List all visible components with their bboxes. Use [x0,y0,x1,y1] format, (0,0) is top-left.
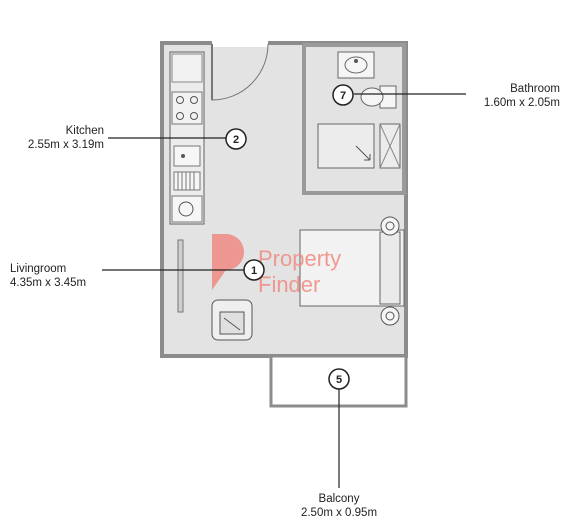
toilet [360,85,397,109]
livingroom-name: Livingroom [10,263,67,275]
livingroom-label: Livingroom 4.35m x 3.45m [10,262,110,290]
marker-balcony[interactable]: 5 [328,368,350,390]
wash-basin [337,51,375,79]
cooktop [171,91,203,125]
svg-text:5: 5 [336,374,342,386]
shower-tray [317,123,375,169]
wall-unit [177,239,184,313]
svg-text:7: 7 [340,90,346,102]
watermark-line1: Property [258,246,341,271]
balcony-label: Balcony 2.50m x 0.95m [284,492,394,520]
balcony-name: Balcony [318,493,360,505]
watermark-line2: Finder [258,272,320,297]
bathroom-wall [302,43,406,195]
kitchen-name: Kitchen [65,125,104,137]
svg-text:1: 1 [251,265,257,277]
livingroom-size: 4.35m x 3.45m [10,277,87,289]
kitchen-sink [173,145,201,167]
kitchen-size: 2.55m x 3.19m [27,139,104,151]
armchair [211,299,253,341]
marker-bathroom[interactable]: 7 [332,84,354,106]
marker-livingroom[interactable]: 1 [243,259,265,281]
marker-kitchen[interactable]: 2 [225,128,247,150]
bathroom-label: Bathroom 1.60m x 2.05m [458,82,560,110]
svg-text:2: 2 [233,134,239,146]
refrigerator [173,171,201,191]
entry-door-swing [211,43,269,101]
kitchen-upper-cabinet [171,53,203,83]
entry-door-gap [212,38,268,47]
bathroom-size: 1.60m x 2.05m [483,97,560,109]
shower-niche [379,123,401,169]
kitchen-label: Kitchen 2.55m x 3.19m [10,124,104,152]
balcony-size: 2.50m x 0.95m [300,507,378,519]
washing-machine [171,195,203,223]
bathroom-name: Bathroom [510,83,560,95]
double-bed [299,216,405,326]
property-finder-logo [212,234,244,290]
